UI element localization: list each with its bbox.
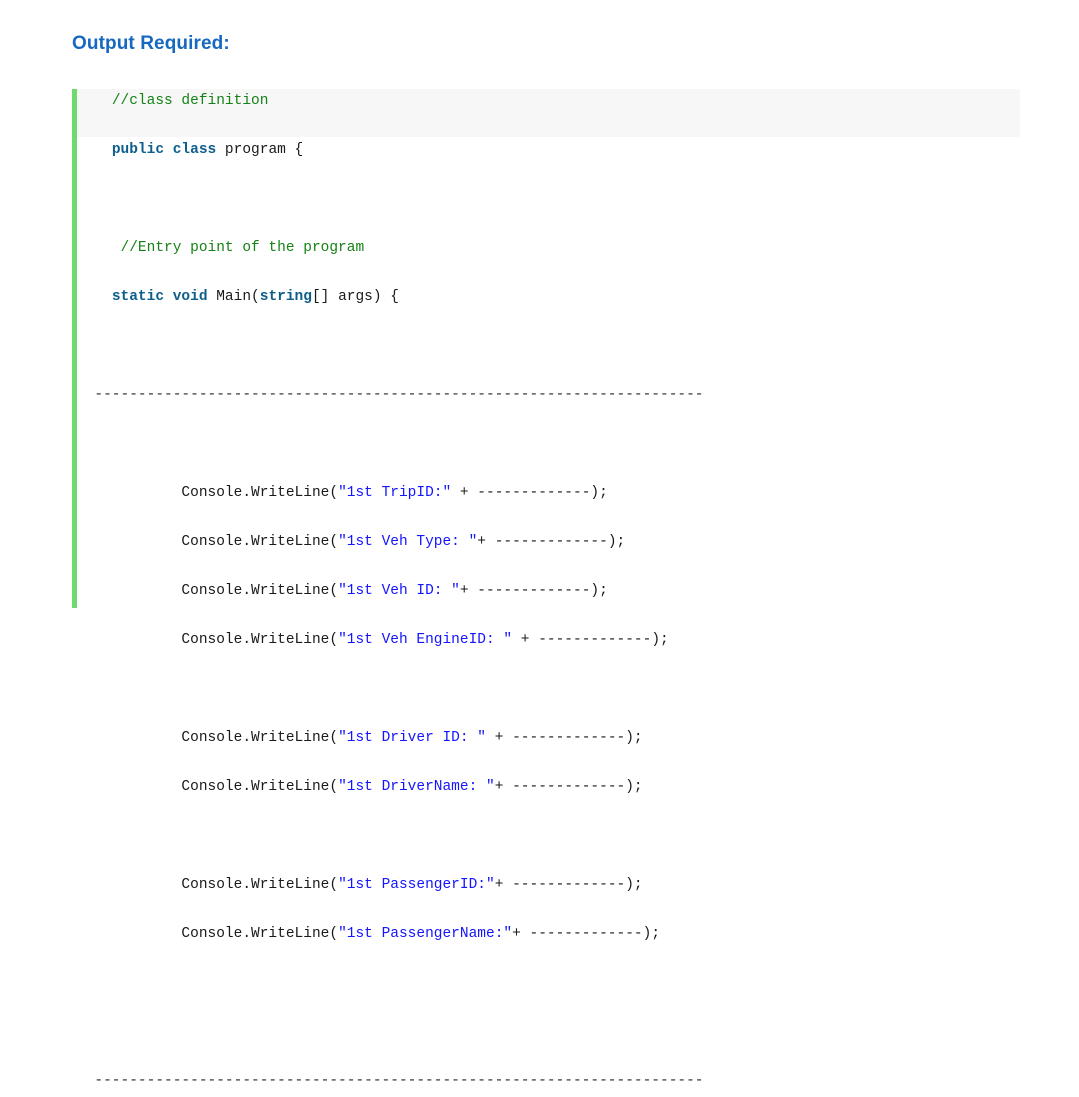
code-token-plain: Console.WriteLine( [181,583,339,599]
code-token-plain: + -------------); [512,632,669,648]
code-indent [77,485,181,501]
code-line [77,677,1020,701]
code-token-blank [77,1024,86,1040]
code-listing: //class definition public class program … [72,89,1020,1097]
code-line [77,824,1020,848]
code-token-plain: Console.WriteLine( [181,779,339,795]
code-token-blank [77,975,86,991]
code-token-blank [77,338,86,354]
code-token-cmt: //class definition [111,93,269,109]
code-indent [77,1073,94,1089]
code-lines: //class definition public class program … [77,89,1020,1093]
code-token-kw: string [259,289,312,305]
code-indent [77,877,181,893]
code-token-plain: Console.WriteLine( [181,632,339,648]
code-token-str: "1st Veh ID: " [338,583,460,599]
page-root: Output Required: //class definition publ… [72,33,704,1089]
code-token-sep: ----------------------------------------… [94,1073,704,1089]
code-line [77,334,1020,358]
code-token-kw: public class [111,142,217,158]
code-indent [77,387,94,403]
code-token-cmt: //Entry point of the program [120,240,365,256]
code-token-blank [77,191,86,207]
code-token-str: "1st Driver ID: " [338,730,486,746]
code-token-plain: + -------------); [494,877,643,893]
code-line: ----------------------------------------… [77,1069,1020,1093]
code-token-blank [77,436,86,452]
code-line [77,971,1020,995]
code-indent [77,142,112,158]
code-token-str: "1st TripID:" [338,485,452,501]
code-line: //Entry point of the program [77,236,1020,260]
code-token-plain: Console.WriteLine( [181,926,339,942]
code-line: Console.WriteLine("1st TripID:" + ------… [77,481,1020,505]
code-line: //class definition [77,89,1020,113]
code-token-plain: Console.WriteLine( [181,485,339,501]
code-block: //class definition public class program … [72,89,1020,1097]
code-token-str: "1st PassengerName:" [338,926,513,942]
code-indent [77,583,181,599]
code-indent [77,93,112,109]
code-line: ----------------------------------------… [77,383,1020,407]
code-token-plain: Console.WriteLine( [181,730,339,746]
code-indent [77,534,181,550]
code-line: public class program { [77,138,1020,162]
code-highlight-band [77,89,1020,137]
code-line: Console.WriteLine("1st PassengerID:"+ --… [77,873,1020,897]
code-indent [77,730,181,746]
code-token-plain: [] args) { [311,289,399,305]
code-indent [77,289,112,305]
code-indent [77,779,181,795]
code-token-str: "1st PassengerID:" [338,877,495,893]
page-title: Output Required: [72,33,230,54]
code-line: Console.WriteLine("1st Veh Type: "+ ----… [77,530,1020,554]
code-token-str: "1st Veh EngineID: " [338,632,513,648]
code-token-str: "1st Veh Type: " [338,534,478,550]
code-token-plain: + -------------); [494,779,643,795]
code-accent-bar [72,89,77,608]
code-token-kw: static void [111,289,208,305]
code-indent [77,240,121,256]
code-line [77,187,1020,211]
code-line: static void Main(string[] args) { [77,285,1020,309]
code-line: Console.WriteLine("1st DriverName: "+ --… [77,775,1020,799]
code-token-plain: + -------------); [486,730,643,746]
code-token-plain: + -------------); [451,485,608,501]
code-token-blank [77,681,86,697]
code-token-plain: + -------------); [512,926,661,942]
code-line: Console.WriteLine("1st Veh ID: "+ ------… [77,579,1020,603]
code-line: Console.WriteLine("1st Veh EngineID: " +… [77,628,1020,652]
code-token-blank [77,828,86,844]
code-line [77,432,1020,456]
code-token-sep: ----------------------------------------… [94,387,704,403]
code-token-plain: Console.WriteLine( [181,534,339,550]
code-token-str: "1st DriverName: " [338,779,495,795]
code-line [77,1020,1020,1044]
code-token-plain: + -------------); [459,583,608,599]
code-indent [77,926,181,942]
code-token-plain: program { [216,142,304,158]
code-line: Console.WriteLine("1st Driver ID: " + --… [77,726,1020,750]
code-indent [77,632,181,648]
code-line: Console.WriteLine("1st PassengerName:"+ … [77,922,1020,946]
code-token-plain: Console.WriteLine( [181,877,339,893]
code-token-plain: Main( [207,289,260,305]
code-token-plain: + -------------); [477,534,626,550]
